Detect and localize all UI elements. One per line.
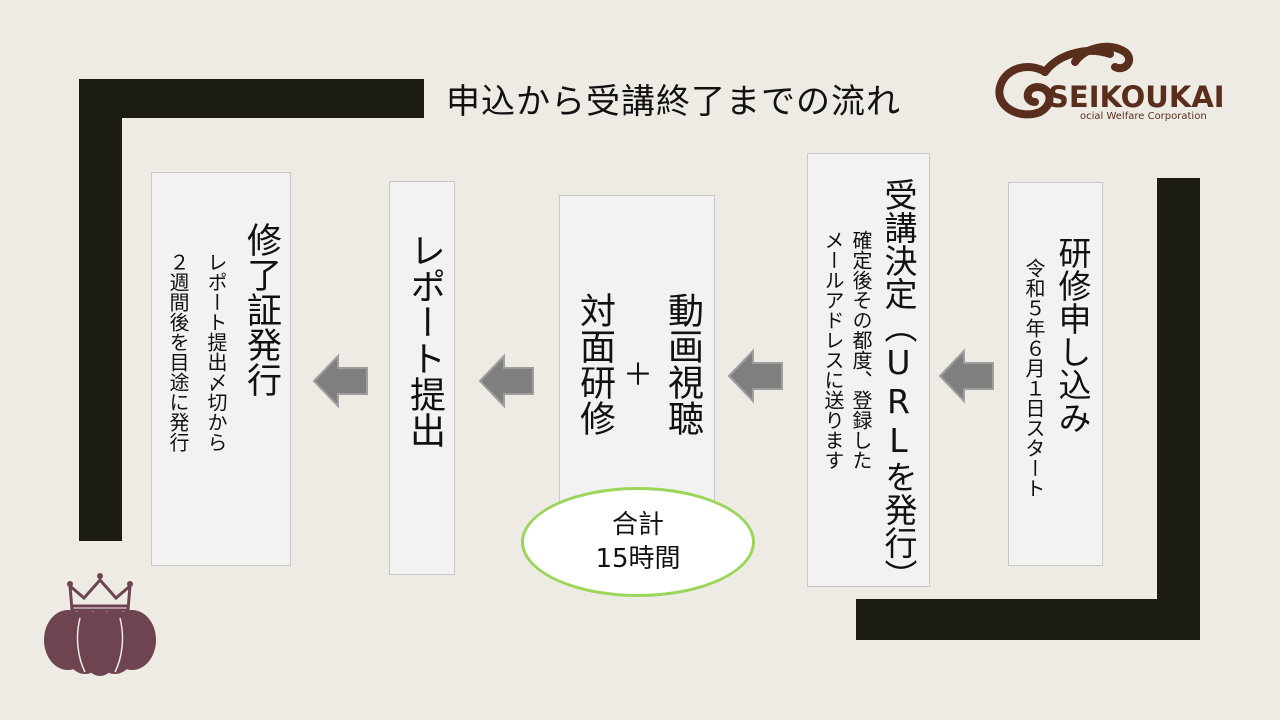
step-training-box — [559, 195, 715, 502]
logo-swirl-icon — [995, 42, 1134, 119]
logo-subtitle: ocial Welfare Corporation — [1080, 111, 1207, 122]
crown-emblem-icon — [44, 573, 156, 676]
step-decision-box — [807, 153, 930, 587]
top-left-bracket-horizontal — [79, 79, 424, 118]
step-training-video: 動画視聴 — [662, 292, 703, 436]
step-training-plus: ＋ — [623, 358, 653, 393]
step-certificate-title: 修了証発行 — [241, 222, 281, 397]
step-training-face: 対面研修 — [574, 292, 615, 436]
top-left-bracket-vertical — [79, 79, 122, 541]
step-apply-box — [1008, 182, 1103, 566]
bottom-right-bracket-vertical — [1157, 178, 1200, 640]
step-report-box — [389, 181, 455, 575]
step-report-title: レポート提出 — [404, 232, 445, 448]
step-decision-note-1: 確定後その都度、登録した — [849, 230, 873, 470]
page-title: 申込から受講終了までの流れ — [446, 82, 901, 122]
step-decision-note-2: メールアドレスに送ります — [821, 230, 845, 470]
total-hours: 15時間 — [595, 544, 681, 574]
total-label: 合計 — [611, 510, 664, 540]
step-apply-title: 研修申し込み — [1053, 236, 1092, 434]
step-decision-title: 受講決定（URLを発行） — [879, 178, 918, 592]
step-apply-note: 令和５年６月１日スタート — [1022, 258, 1046, 498]
logo-text: SEIKOUKAI — [1048, 80, 1225, 114]
total-hours-oval: 合計 15時間 — [521, 487, 755, 597]
bottom-right-bracket-horizontal — [856, 599, 1200, 640]
left-arrow-icon — [938, 348, 994, 404]
left-arrow-icon — [312, 353, 368, 409]
left-arrow-icon — [478, 353, 534, 409]
left-arrow-icon — [727, 348, 783, 404]
step-certificate-box — [151, 172, 291, 566]
step-certificate-note-1: レポート提出〆切から — [204, 252, 228, 452]
step-certificate-note-2: ２週間後を目途に発行 — [166, 252, 190, 452]
